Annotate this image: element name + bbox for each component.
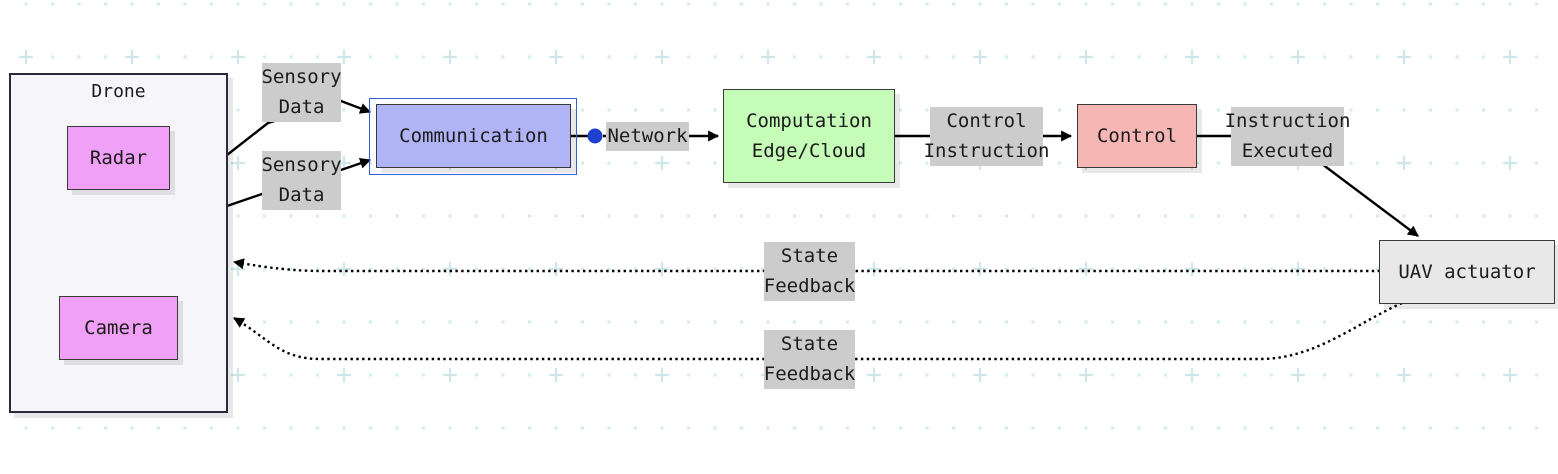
camera-node[interactable]: Camera: [59, 296, 178, 360]
radar-node[interactable]: Radar: [67, 126, 170, 190]
edge-label-state-feedback-bottom: State Feedback: [764, 330, 855, 389]
edge-label-control-instruction: Control Instruction: [924, 107, 1049, 166]
edge-label-instruction-executed: Instruction Executed: [1225, 107, 1350, 166]
communication-selection-frame: [369, 98, 577, 175]
drone-group-title: Drone: [91, 81, 146, 102]
network-connection-dot: [587, 128, 603, 144]
edge-label-network: Network: [606, 122, 689, 151]
edge-label-sensory-data-bottom: Sensory Data: [261, 151, 342, 210]
edge-label-state-feedback-top: State Feedback: [764, 242, 855, 301]
edge-actuator-state-feedback-bottom[interactable]: [233, 301, 1403, 361]
uav-actuator-node[interactable]: UAV actuator: [1379, 240, 1555, 304]
drone-group[interactable]: Drone: [9, 73, 228, 413]
communication-node[interactable]: Communication: [376, 104, 571, 168]
edge-label-sensory-data-top: Sensory Data: [261, 63, 342, 122]
control-node[interactable]: Control: [1077, 104, 1197, 168]
computation-node[interactable]: Computation Edge/Cloud: [723, 89, 895, 183]
